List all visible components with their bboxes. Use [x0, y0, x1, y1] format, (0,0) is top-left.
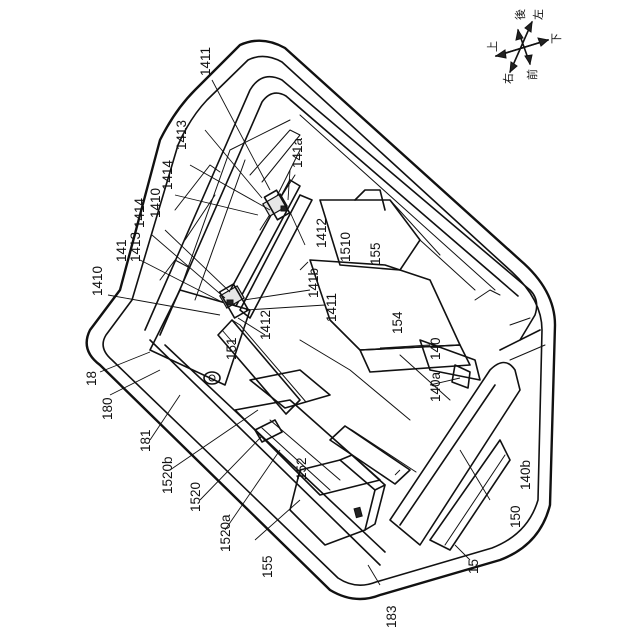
compass-down-label: 下 — [550, 33, 563, 44]
label-140b: 140b — [518, 460, 533, 490]
label-180: 180 — [100, 397, 115, 420]
label-183: 183 — [384, 605, 399, 628]
label-1413-top: 1413 — [174, 120, 189, 150]
label-141: 141 — [114, 239, 129, 262]
label-1520a: 1520a — [218, 514, 233, 552]
label-151: 151 — [224, 337, 239, 360]
label-1412-upper: 1412 — [314, 218, 329, 248]
label-1412-lower: 1412 — [258, 310, 273, 340]
label-181: 181 — [138, 429, 153, 452]
label-141b: 141b — [306, 268, 321, 298]
label-154: 154 — [390, 311, 405, 334]
inner-rim — [145, 77, 537, 565]
label-1520: 1520 — [188, 482, 203, 512]
label-1410-lower: 1410 — [90, 266, 105, 296]
label-18: 18 — [84, 371, 99, 386]
compass-right-label: 右 — [501, 73, 515, 84]
label-15: 15 — [466, 559, 481, 574]
label-140: 140 — [428, 337, 443, 360]
label-1510: 1510 — [338, 232, 353, 262]
compass-up-label: 上 — [486, 41, 499, 52]
label-1520b: 1520b — [160, 456, 175, 494]
compass-back-label: 後 — [513, 9, 527, 20]
outer-housing — [87, 41, 555, 599]
label-1413-mid: 1413 — [128, 232, 143, 262]
reference-labels: 1411 1413 1414 1410 1414 1413 141 1410 1… — [84, 47, 533, 628]
label-141a: 141a — [290, 137, 305, 168]
label-155-upper: 155 — [368, 242, 383, 265]
label-1411-mid: 1411 — [324, 293, 339, 322]
label-155-lower: 155 — [260, 555, 275, 578]
label-152: 152 — [294, 457, 309, 480]
label-1411-top: 1411 — [198, 47, 213, 76]
label-1414-top: 1414 — [160, 159, 175, 190]
label-140a: 140a — [428, 371, 443, 402]
label-150: 150 — [508, 505, 523, 528]
compass-left-label: 左 — [532, 9, 545, 20]
orientation-compass: 上 下 後 左 右 前 — [486, 9, 563, 84]
handle-151 — [218, 320, 416, 484]
compass-front-label: 前 — [525, 69, 539, 80]
label-1410-upper: 1410 — [148, 188, 163, 218]
label-1414-mid: 1414 — [132, 197, 147, 228]
